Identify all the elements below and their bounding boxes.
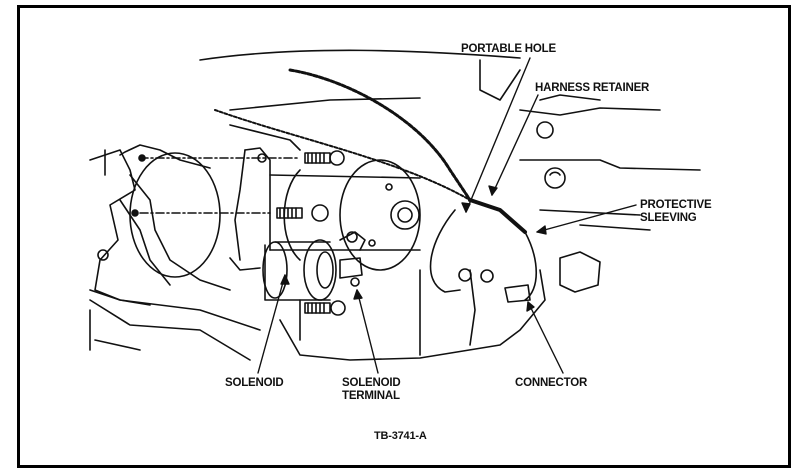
label-text: SLEEVING (640, 212, 697, 224)
label-text: PROTECTIVE (640, 199, 712, 211)
leader-solenoid (257, 274, 286, 374)
label-connector: CONNECTOR (515, 377, 587, 390)
figure-id: TB-3741-A (374, 430, 427, 442)
wiring-harness (214, 68, 601, 303)
label-harness-retainer: HARNESS RETAINER (535, 82, 649, 95)
leader-harness-retainer (491, 94, 539, 196)
label-text: SOLENOID (225, 377, 284, 389)
label-text: TERMINAL (342, 390, 400, 402)
label-portable-hole: PORTABLE HOLE (461, 43, 556, 56)
mounting-bolts (131, 150, 346, 316)
engine-block-outline (199, 49, 701, 231)
leader-portable-hole (465, 57, 531, 213)
label-text: PORTABLE HOLE (461, 43, 556, 55)
figure-frame (17, 5, 791, 468)
starter-motor (229, 147, 421, 301)
leader-protective-sleeving (536, 204, 637, 233)
label-solenoid-terminal: SOLENOID TERMINAL (342, 377, 401, 403)
label-text: CONNECTOR (515, 377, 588, 389)
oil-pan (279, 269, 546, 361)
leader-connector (527, 301, 564, 374)
label-solenoid: SOLENOID (225, 377, 284, 390)
label-text: HARNESS RETAINER (535, 82, 650, 94)
label-protective-sleeving: PROTECTIVE SLEEVING (640, 199, 712, 225)
bellhousing (89, 144, 261, 361)
leader-solenoid-terminal (356, 289, 379, 374)
label-text: SOLENOID (342, 377, 401, 389)
leader-lines (257, 57, 637, 374)
